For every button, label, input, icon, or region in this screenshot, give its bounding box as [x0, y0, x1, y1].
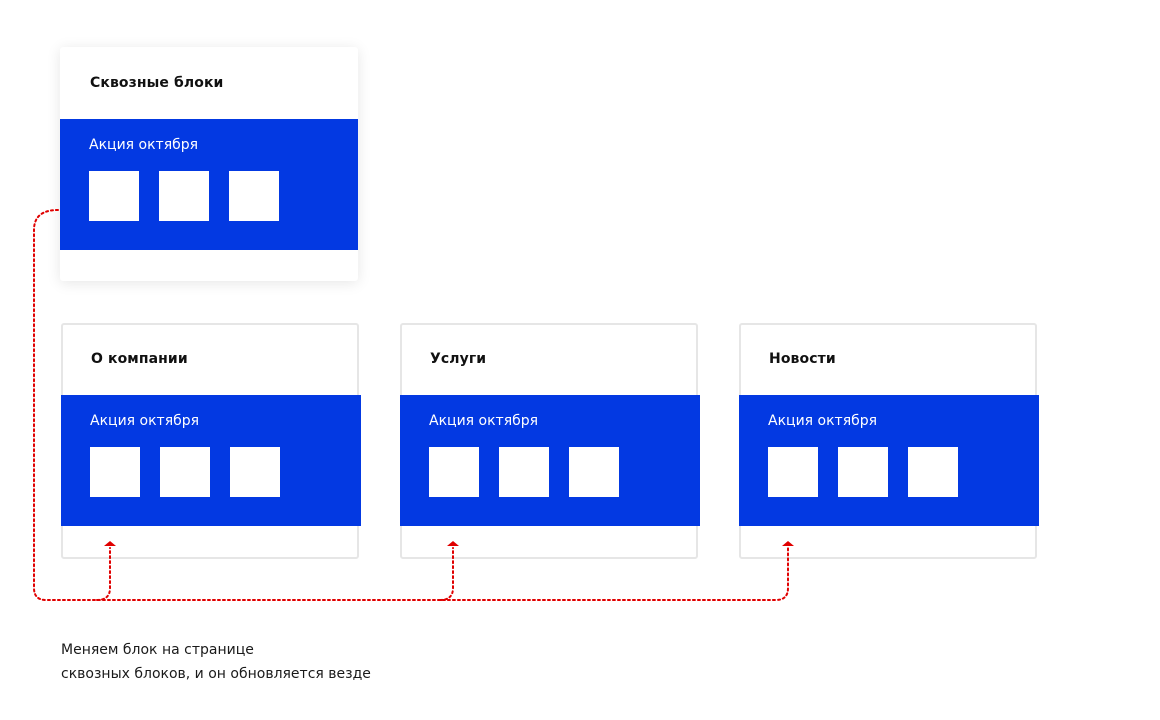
caption: Меняем блок на странице сквозных блоков,…	[61, 638, 371, 686]
promo-tiles	[768, 447, 958, 497]
page-card-news: Новости Акция октября	[739, 323, 1039, 559]
promo-tile	[230, 447, 280, 497]
master-block-card: Сквозные блоки Акция октября	[60, 47, 358, 281]
promo-tile	[229, 171, 279, 221]
promo-tile	[569, 447, 619, 497]
promo-tile	[89, 171, 139, 221]
card-title: О компании	[91, 351, 188, 367]
promo-tile	[429, 447, 479, 497]
promo-label: Акция октября	[90, 413, 200, 429]
promo-label: Акция октября	[429, 413, 539, 429]
promo-label: Акция октября	[89, 137, 199, 153]
promo-label: Акция октября	[768, 413, 878, 429]
promo-tile	[908, 447, 958, 497]
promo-tile	[838, 447, 888, 497]
card-title: Услуги	[430, 351, 487, 367]
page-card-company: О компании Акция октября	[61, 323, 361, 559]
promo-tile	[90, 447, 140, 497]
promo-tile	[768, 447, 818, 497]
promo-tiles	[90, 447, 280, 497]
promo-banner: Акция октября	[739, 395, 1039, 526]
card-title: Сквозные блоки	[90, 75, 224, 91]
promo-tiles	[429, 447, 619, 497]
promo-banner: Акция октября	[61, 395, 361, 526]
page-card-services: Услуги Акция октября	[400, 323, 700, 559]
caption-line: Меняем блок на странице	[61, 642, 254, 658]
card-title: Новости	[769, 351, 836, 367]
promo-tile	[499, 447, 549, 497]
caption-line: сквозных блоков, и он обновляется везде	[61, 666, 371, 682]
promo-banner: Акция октября	[60, 119, 358, 250]
promo-tile	[159, 171, 209, 221]
promo-tile	[160, 447, 210, 497]
promo-tiles	[89, 171, 279, 221]
promo-banner: Акция октября	[400, 395, 700, 526]
